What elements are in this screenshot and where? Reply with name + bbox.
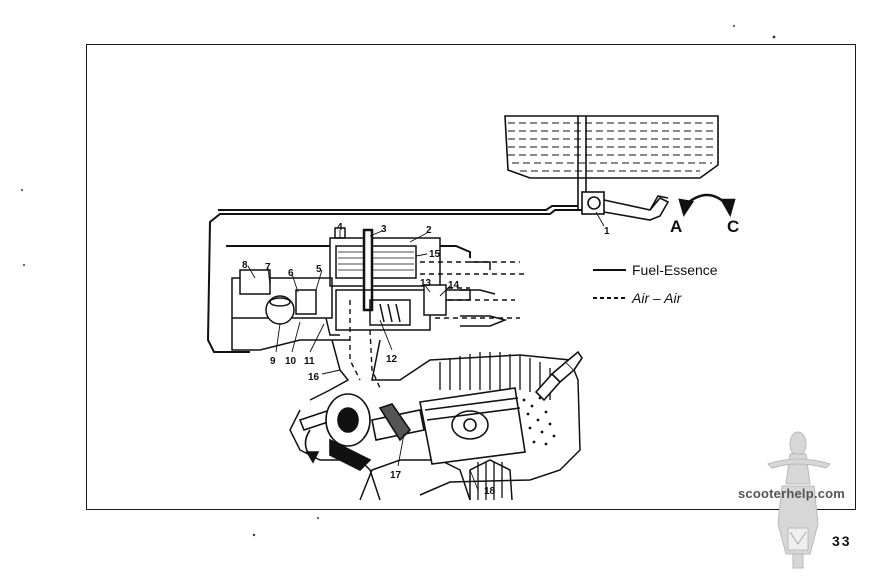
callout-11: 11: [304, 356, 315, 367]
legend-air-label: Air – Air: [631, 290, 683, 306]
fuel-tank: [504, 115, 719, 210]
callout-2: 2: [426, 225, 432, 236]
callout-9: 9: [270, 356, 276, 367]
callout-14: 14: [448, 280, 460, 291]
crank-rotation-arrow: [304, 429, 320, 464]
callout-1: 1: [604, 226, 610, 237]
callout-13: 13: [420, 278, 432, 289]
legend-fuel-label: Fuel-Essence: [632, 262, 718, 278]
callout-7: 7: [265, 262, 271, 273]
diagram-frame: [86, 44, 856, 510]
callout-16: 16: [308, 372, 320, 383]
position-c-label: C: [727, 217, 739, 236]
callout-4: 4: [337, 222, 343, 233]
callout-15: 15: [429, 249, 441, 260]
position-a-label: A: [670, 217, 682, 236]
carb-fittings: [423, 284, 508, 327]
air-flow-lines: [349, 261, 525, 389]
scooter-emblem-icon: [767, 431, 831, 569]
cylinder-fins: [439, 352, 551, 500]
callout-5: 5: [316, 264, 322, 275]
crankshaft: [298, 393, 425, 471]
legend: Fuel-Essence Air – Air: [593, 262, 718, 306]
fuel-tap: [581, 191, 670, 221]
callout-3: 3: [381, 224, 387, 235]
scan-marks: [21, 25, 776, 537]
rotation-arrows: [678, 193, 736, 218]
callout-17: 17: [390, 470, 402, 481]
leader-lines: [247, 211, 605, 491]
watermark-text: scooterhelp.com: [738, 486, 846, 501]
carburetor: [329, 227, 491, 331]
page-number: 33: [832, 533, 852, 549]
spark-plug: [534, 350, 583, 402]
callout-8: 8: [242, 260, 248, 271]
filter-assembly: [231, 269, 350, 351]
callout-10: 10: [285, 356, 297, 367]
callout-6: 6: [288, 268, 294, 279]
piston: [419, 387, 526, 465]
combustion-chamber: [522, 396, 556, 446]
callout-12: 12: [386, 354, 398, 365]
callout-18: 18: [484, 486, 496, 497]
